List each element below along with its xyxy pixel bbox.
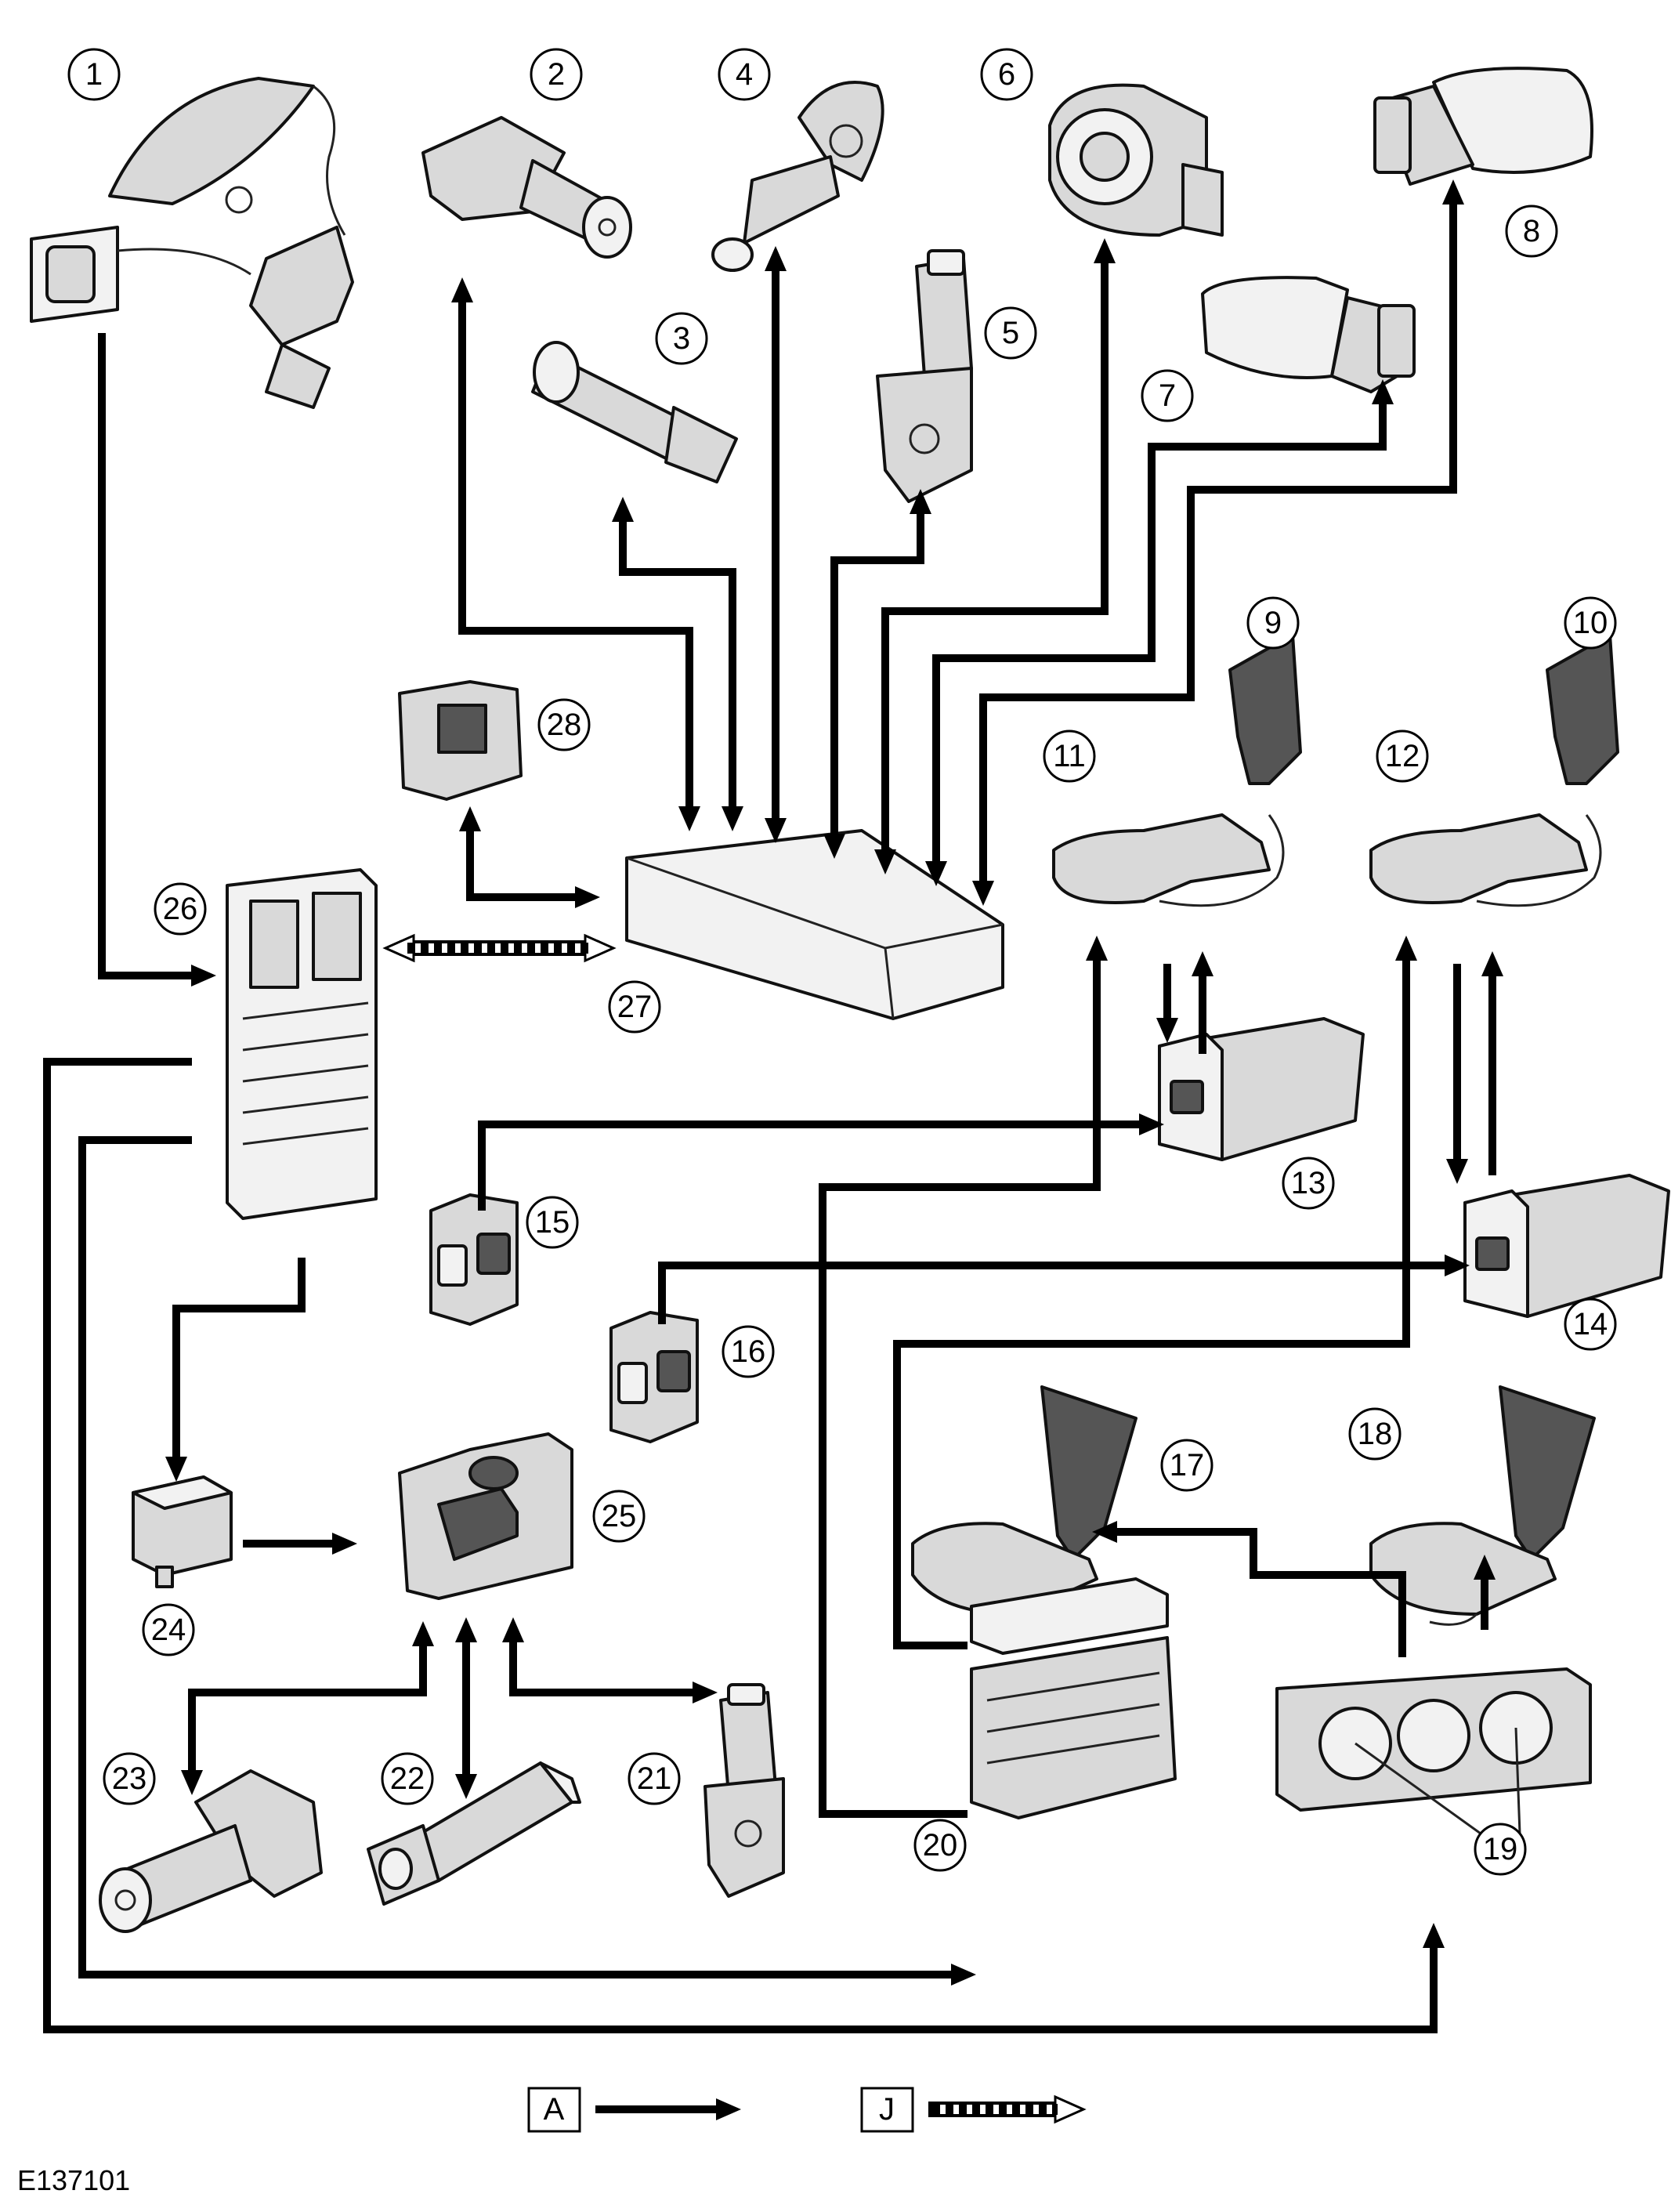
svg-text:5: 5 xyxy=(1002,316,1019,350)
svg-text:22: 22 xyxy=(390,1761,425,1796)
component-22-motor xyxy=(367,1761,581,1906)
callout-9: 9 xyxy=(1246,596,1300,650)
svg-text:16: 16 xyxy=(731,1334,766,1369)
svg-text:15: 15 xyxy=(535,1205,570,1240)
svg-text:25: 25 xyxy=(602,1499,637,1533)
svg-text:7: 7 xyxy=(1159,378,1176,413)
callout-19: 19 xyxy=(1355,1727,1527,1876)
callout-16: 16 xyxy=(722,1325,775,1378)
callout-2: 2 xyxy=(530,48,583,101)
component-20-fuse-box xyxy=(970,1577,1177,1819)
svg-text:9: 9 xyxy=(1264,606,1282,640)
svg-text:12: 12 xyxy=(1385,739,1420,773)
component-6-switch xyxy=(1048,83,1224,237)
svg-text:10: 10 xyxy=(1573,606,1608,640)
svg-text:20: 20 xyxy=(923,1828,958,1863)
callout-17: 17 xyxy=(1160,1439,1213,1492)
callout-3: 3 xyxy=(655,312,708,365)
svg-text:A: A xyxy=(544,2092,565,2127)
component-16-switch xyxy=(609,1311,699,1443)
callout-13: 13 xyxy=(1282,1157,1335,1210)
component-5-motor-gearbox xyxy=(876,249,973,503)
component-1-door-latch-assembly xyxy=(30,77,354,409)
callout-20: 20 xyxy=(913,1819,967,1872)
svg-text:21: 21 xyxy=(637,1761,672,1796)
callout-27: 27 xyxy=(608,980,661,1034)
svg-text:6: 6 xyxy=(998,57,1015,92)
legend: A J xyxy=(527,2087,1087,2133)
callout-10: 10 xyxy=(1564,596,1617,650)
callout-5: 5 xyxy=(984,306,1037,360)
svg-text:13: 13 xyxy=(1291,1166,1326,1200)
callout-6: 6 xyxy=(980,48,1033,101)
svg-text:3: 3 xyxy=(673,321,690,356)
svg-text:24: 24 xyxy=(151,1613,186,1647)
callout-14: 14 xyxy=(1564,1298,1617,1351)
callout-23: 23 xyxy=(103,1752,156,1805)
legend-item-j: J xyxy=(860,2087,1087,2133)
svg-text:23: 23 xyxy=(112,1761,147,1796)
callout-28: 28 xyxy=(537,698,591,751)
callout-26: 26 xyxy=(154,882,207,936)
component-27-control-module xyxy=(625,829,1004,1020)
callout-25: 25 xyxy=(592,1490,646,1543)
component-15-switch xyxy=(429,1193,519,1326)
svg-text:19: 19 xyxy=(1483,1832,1518,1866)
svg-text:1: 1 xyxy=(85,57,103,92)
component-8-mirror xyxy=(1373,67,1593,186)
component-18-seat-heater-mat xyxy=(1369,1385,1596,1626)
callout-7: 7 xyxy=(1141,369,1194,422)
callout-11: 11 xyxy=(1043,729,1096,783)
component-26-central-junction-box xyxy=(226,868,378,1220)
callout-15: 15 xyxy=(526,1196,579,1249)
svg-text:17: 17 xyxy=(1170,1448,1205,1483)
component-19-climate-control-panel xyxy=(1275,1667,1592,1812)
svg-text:14: 14 xyxy=(1573,1307,1608,1341)
callout-21: 21 xyxy=(628,1752,681,1805)
component-7-mirror xyxy=(1201,276,1416,393)
component-4-motor-gearbox xyxy=(711,81,884,272)
callout-22: 22 xyxy=(381,1752,434,1805)
component-3-motor xyxy=(531,341,738,483)
component-25-seat-switch-pack xyxy=(398,1432,573,1600)
component-24-relay xyxy=(132,1475,233,1588)
svg-text:8: 8 xyxy=(1523,214,1540,248)
callout-8: 8 xyxy=(1505,205,1558,258)
callout-1: 1 xyxy=(67,48,121,101)
svg-text:4: 4 xyxy=(736,57,753,92)
callout-24: 24 xyxy=(142,1603,195,1656)
connections xyxy=(43,179,1503,2033)
svg-text:18: 18 xyxy=(1358,1417,1393,1451)
svg-text:J: J xyxy=(879,2092,895,2127)
svg-text:28: 28 xyxy=(547,708,582,742)
figure-reference: E137101 xyxy=(17,2164,130,2196)
component-13-module xyxy=(1158,1017,1365,1161)
svg-text:26: 26 xyxy=(163,892,198,926)
legend-item-a: A xyxy=(527,2087,741,2133)
component-14-module xyxy=(1463,1174,1670,1318)
callout-12: 12 xyxy=(1376,729,1429,783)
component-28-relay-module xyxy=(398,680,523,801)
callout-18: 18 xyxy=(1348,1407,1402,1461)
component-2-motor xyxy=(421,116,632,259)
component-21-motor-gearbox xyxy=(703,1683,785,1898)
svg-text:11: 11 xyxy=(1053,739,1086,773)
svg-text:2: 2 xyxy=(548,57,565,92)
callout-4: 4 xyxy=(718,48,771,101)
svg-text:27: 27 xyxy=(617,990,653,1024)
